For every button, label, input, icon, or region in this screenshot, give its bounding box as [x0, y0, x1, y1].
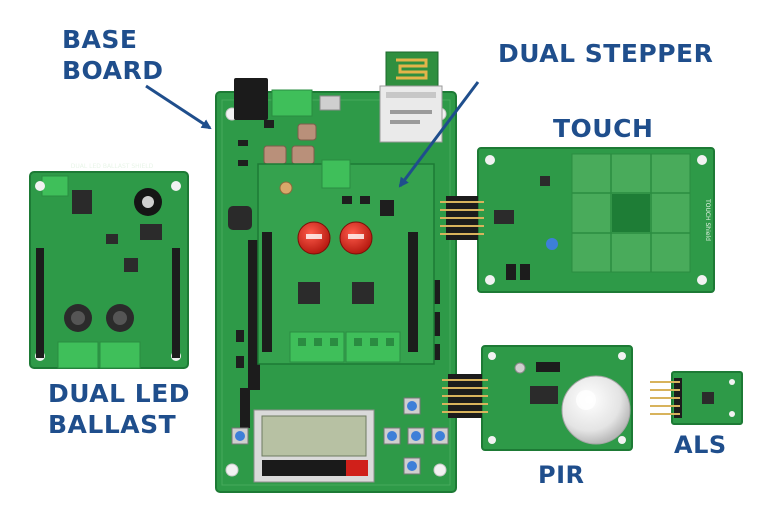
base-board-arrow	[145, 84, 212, 130]
label-dual-led-ballast: DUAL LED BALLAST	[48, 378, 190, 440]
usb-port	[319, 95, 341, 111]
label-pir: PIR	[538, 461, 585, 489]
label-base-board: BASE BOARD	[62, 24, 164, 86]
label-dual-stepper: DUAL STEPPER	[498, 39, 714, 68]
dual-led-ballast-shield: DUAL LED BALLAST SHIELD	[29, 163, 189, 369]
pir-connector	[442, 374, 488, 418]
label-base-board-line1: BASE	[62, 25, 138, 54]
touch-pad-center	[612, 194, 650, 232]
touch-silkscreen: TOUCH Shield	[704, 198, 711, 241]
pir-dome	[561, 375, 631, 445]
label-dual-led-ballast-line1: DUAL LED	[48, 379, 191, 408]
label-dual-led-ballast-line2: BALLAST	[48, 410, 177, 439]
als-board	[650, 371, 743, 425]
label-als: ALS	[674, 431, 727, 459]
dual-stepper-shield	[257, 159, 435, 365]
ballast-silkscreen: DUAL LED BALLAST SHIELD	[71, 163, 154, 170]
touch-shield: TOUCH Shield	[477, 147, 715, 293]
power-terminal	[271, 89, 313, 117]
pir-board	[481, 345, 633, 451]
touch-connector	[440, 196, 484, 240]
wifi-module	[379, 51, 443, 143]
dual-stepper-arrow	[398, 81, 480, 188]
label-base-board-line2: BOARD	[62, 56, 164, 85]
power-jack	[234, 78, 268, 120]
lcd-display	[253, 409, 375, 483]
label-touch: TOUCH	[553, 114, 654, 143]
